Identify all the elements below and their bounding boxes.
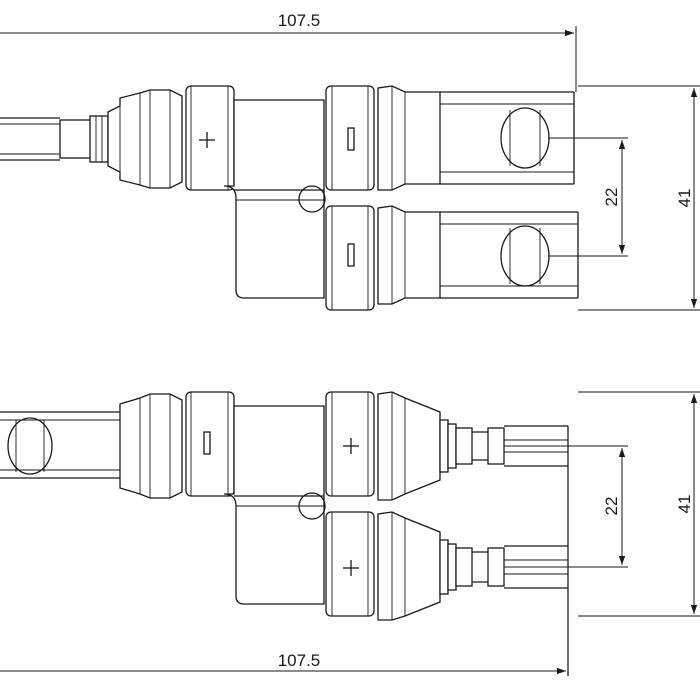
top-latch-icon [500, 107, 550, 169]
bottom-input-collar [185, 391, 235, 497]
top-input-nut [107, 89, 183, 189]
bottom-pitch-dimension: 22 [504, 445, 628, 568]
top-output-sleeves [377, 85, 579, 305]
bottom-height-dimension: 41 [578, 391, 700, 617]
top-pitch-label: 22 [602, 188, 621, 207]
bottom-branch-connector: 22 41 107.5 [0, 391, 700, 676]
bottom-mounting-hole-icon [298, 492, 326, 520]
top-output-collars [325, 85, 375, 311]
top-minus-mark-icon [347, 243, 355, 267]
bottom-minus-mark-icon [203, 431, 211, 455]
top-minus-mark-icon [347, 127, 355, 151]
top-center-body [223, 99, 326, 299]
bottom-pitch-label: 22 [602, 497, 621, 516]
bottom-input-nut [119, 393, 183, 499]
top-branch-connector: 107.5 22 41 [0, 11, 700, 311]
bottom-center-body [223, 405, 326, 605]
top-height-label: 41 [675, 189, 694, 208]
bottom-plus-mark-icon [343, 438, 359, 454]
bottom-input-sleeve [0, 411, 120, 479]
top-input-cable [0, 115, 109, 163]
top-height-dimension: 41 [578, 85, 700, 311]
top-plus-mark-icon [199, 132, 215, 148]
top-length-label: 107.5 [278, 11, 321, 30]
top-length-dimension: 107.5 [0, 11, 577, 92]
top-latch-icon [500, 225, 550, 287]
bottom-length-label: 107.5 [278, 651, 321, 670]
bottom-length-dimension: 107.5 [0, 651, 566, 675]
bottom-plus-mark-icon [343, 560, 359, 576]
top-pitch-dimension: 22 [548, 137, 628, 257]
bottom-latch-icon [7, 417, 53, 475]
top-input-collar [185, 85, 235, 191]
bottom-output-plugs [377, 391, 569, 676]
top-mounting-hole-icon [298, 185, 326, 213]
bottom-height-label: 41 [675, 495, 694, 514]
bottom-output-collars [325, 391, 375, 617]
